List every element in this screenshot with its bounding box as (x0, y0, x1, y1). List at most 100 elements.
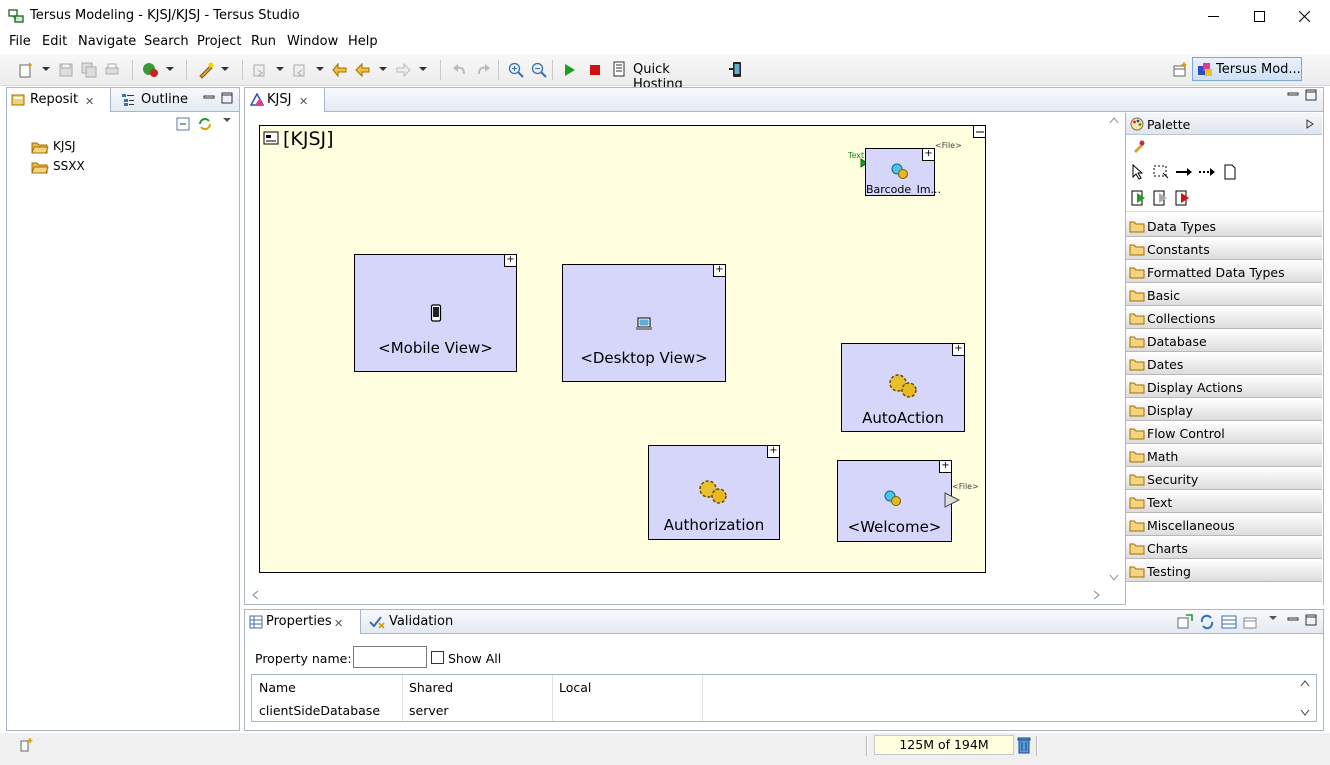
forward-icon[interactable] (395, 62, 411, 78)
link-with-editor-icon[interactable] (197, 116, 213, 132)
menu-run[interactable]: Run (251, 34, 276, 49)
minimize-view-icon[interactable] (203, 93, 215, 103)
exit-tool-icon[interactable] (1153, 190, 1169, 206)
scroll-left-icon[interactable] (251, 590, 259, 600)
menu-navigate[interactable]: Navigate (78, 34, 137, 49)
back-icon[interactable] (355, 62, 371, 78)
previous-annotation-icon[interactable] (292, 62, 308, 78)
input-trigger-icon[interactable] (860, 158, 868, 168)
palette-expand-icon[interactable] (1306, 119, 1314, 129)
menu-search[interactable]: Search (144, 34, 189, 49)
palette-category-security[interactable]: Security (1126, 469, 1322, 490)
palette-category-display[interactable]: Display (1126, 400, 1322, 421)
maximize-view-icon[interactable] (221, 92, 233, 104)
stop-icon[interactable] (589, 64, 601, 76)
scroll-up-icon[interactable] (1300, 679, 1310, 687)
diagram-canvas[interactable]: [KJSJ] Text <File> + Barcode_Im... + (246, 113, 1108, 591)
palette-category-miscellaneous[interactable]: Miscellaneous (1126, 515, 1322, 536)
palette-category-formatted-data-types[interactable]: Formatted Data Types (1126, 262, 1322, 283)
expand-node-icon[interactable]: + (713, 265, 725, 277)
expand-node-icon[interactable]: + (939, 461, 951, 473)
expand-node-icon[interactable]: + (504, 255, 516, 267)
tab-validation[interactable]: Validation (365, 610, 455, 634)
palette-category-charts[interactable]: Charts (1126, 538, 1322, 559)
scroll-up-icon[interactable] (1109, 116, 1119, 124)
palette-category-basic[interactable]: Basic (1126, 285, 1322, 306)
palette-header[interactable]: Palette (1126, 113, 1322, 135)
palette-category-data-types[interactable]: Data Types (1126, 216, 1322, 237)
table-row[interactable]: clientSideDatabase server (252, 699, 1292, 719)
menu-window[interactable]: Window (287, 34, 339, 49)
collapse-all-icon[interactable] (176, 117, 190, 131)
show-all-checkbox[interactable] (431, 651, 444, 664)
error-exit-tool-icon[interactable] (1175, 190, 1191, 206)
close-tab-icon[interactable]: ✕ (334, 617, 344, 630)
new-view-icon[interactable] (1243, 615, 1257, 629)
close-tab-icon[interactable]: ✕ (299, 95, 309, 108)
expand-node-icon[interactable]: + (952, 344, 964, 356)
zoom-in-icon[interactable] (508, 62, 524, 78)
menu-edit[interactable]: Edit (42, 34, 68, 49)
minimize-view-icon[interactable] (1287, 90, 1299, 100)
quick-hosting-button[interactable]: Quick Hosting (610, 60, 718, 92)
marquee-tool-icon[interactable] (1153, 165, 1169, 179)
launch-dropdown-icon[interactable] (221, 67, 229, 71)
launch-icon[interactable] (197, 61, 215, 79)
node-welcome[interactable]: + <Welcome> (837, 460, 952, 542)
menu-help[interactable]: Help (348, 34, 378, 49)
refresh-icon[interactable] (1199, 614, 1215, 630)
node-barcode-image[interactable]: + Barcode_Im... (865, 148, 941, 196)
open-perspective-icon[interactable] (1172, 62, 1188, 78)
database-icon[interactable] (142, 61, 160, 79)
output-exit-icon[interactable] (944, 492, 960, 508)
palette-category-collections[interactable]: Collections (1126, 308, 1322, 329)
view-menu-icon[interactable] (1269, 616, 1277, 620)
palette-category-flow-control[interactable]: Flow Control (1126, 423, 1322, 444)
collapse-diagram-button[interactable] (973, 126, 985, 138)
tree-item-kjsj[interactable]: KJSJ (31, 139, 131, 155)
view-menu-icon[interactable] (223, 118, 231, 122)
palette-category-testing[interactable]: Testing (1126, 561, 1322, 582)
node-authorization[interactable]: + Authorization (648, 445, 780, 540)
dashed-flow-tool-icon[interactable] (1198, 167, 1216, 177)
next-annotation-icon[interactable] (252, 62, 268, 78)
node-desktop-view[interactable]: + <Desktop View> (562, 264, 726, 382)
tab-kjsj[interactable]: KJSJ ✕ (245, 88, 325, 112)
next-annotation-dropdown-icon[interactable] (276, 67, 284, 71)
zoom-out-icon[interactable] (531, 62, 547, 78)
palette-category-dates[interactable]: Dates (1126, 354, 1322, 375)
scroll-right-icon[interactable] (1093, 590, 1101, 600)
palette-category-text[interactable]: Text (1126, 492, 1322, 513)
fast-view-icon[interactable] (19, 737, 35, 753)
close-button[interactable] (1281, 0, 1327, 32)
palette-category-math[interactable]: Math (1126, 446, 1322, 467)
maximize-view-icon[interactable] (1305, 614, 1317, 626)
pin-view-icon[interactable] (1177, 614, 1193, 630)
new-icon[interactable] (18, 62, 34, 78)
select-tool-icon[interactable] (1132, 164, 1144, 180)
maximize-button[interactable] (1236, 0, 1282, 32)
mobile-preview-icon[interactable] (728, 61, 744, 79)
diagram-kjsj[interactable]: [KJSJ] Text <File> + Barcode_Im... + (259, 125, 986, 573)
run-icon[interactable] (563, 63, 577, 77)
maximize-view-icon[interactable] (1305, 89, 1317, 101)
property-name-input[interactable] (353, 646, 427, 668)
garbage-collect-icon[interactable] (1017, 736, 1031, 754)
previous-annotation-dropdown-icon[interactable] (316, 67, 324, 71)
columns-icon[interactable] (1221, 614, 1237, 630)
tree-item-ssxx[interactable]: SSXX (31, 159, 131, 175)
node-mobile-view[interactable]: + <Mobile View> (354, 254, 517, 372)
undo-icon[interactable] (452, 62, 468, 78)
column-header-shared[interactable]: Shared (409, 680, 454, 695)
column-header-name[interactable]: Name (259, 680, 296, 695)
back-dropdown-icon[interactable] (379, 67, 387, 71)
note-tool-icon[interactable] (1224, 164, 1236, 180)
tab-outline[interactable]: Outline (115, 88, 195, 112)
minimize-button[interactable] (1190, 0, 1236, 32)
scroll-down-icon[interactable] (1300, 709, 1310, 717)
palette-category-database[interactable]: Database (1126, 331, 1322, 352)
palette-category-constants[interactable]: Constants (1126, 239, 1322, 260)
expand-node-icon[interactable]: + (922, 149, 934, 161)
menu-file[interactable]: File (9, 34, 31, 49)
palette-category-display-actions[interactable]: Display Actions (1126, 377, 1322, 398)
